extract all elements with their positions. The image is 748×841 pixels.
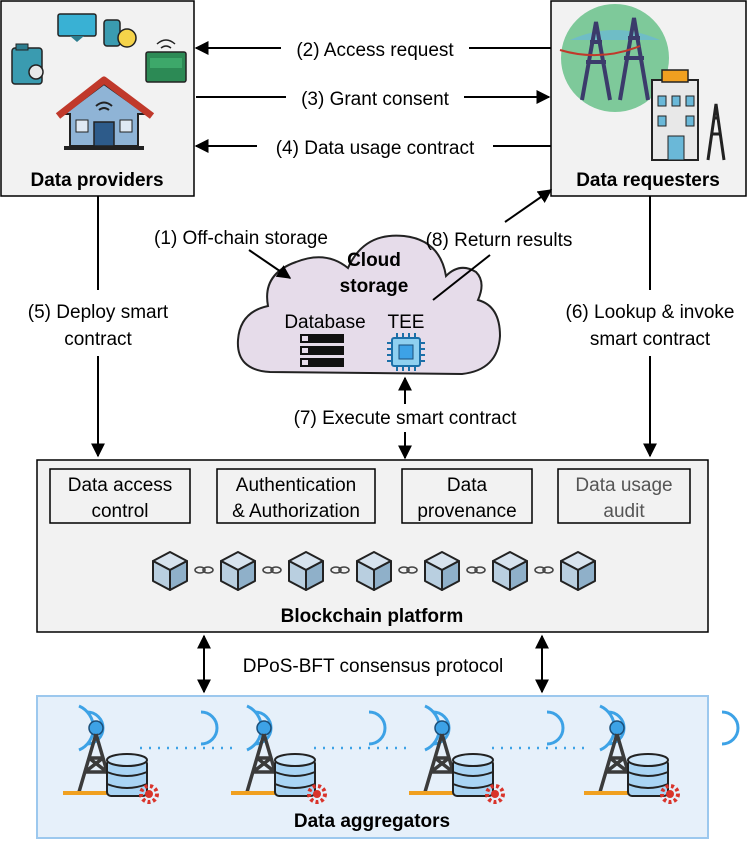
module-label-line1: Data <box>447 475 488 496</box>
devices-icon <box>11 13 187 85</box>
return-results-arrow-tail <box>432 254 491 301</box>
data-providers-label: Data providers <box>30 170 163 191</box>
usage-contract-label: (4) Data usage contract <box>276 138 475 159</box>
block-cube <box>356 551 392 591</box>
access-request-label: (2) Access request <box>296 40 454 61</box>
execute-label: (7) Execute smart contract <box>294 408 518 429</box>
database-label: Database <box>284 312 365 333</box>
data-aggregators-label: Data aggregators <box>294 811 450 832</box>
module-label-line1: Data access <box>68 475 173 496</box>
block-cube <box>220 551 256 591</box>
block-cube <box>560 551 596 591</box>
house-icon <box>55 76 155 150</box>
block-cube <box>288 551 324 591</box>
consensus-label: DPoS-BFT consensus protocol <box>243 656 504 677</box>
data-aggregators-box <box>36 695 709 839</box>
offchain-label: (1) Off-chain storage <box>154 228 328 249</box>
lookup-label-line1: (6) Lookup & invoke <box>566 302 735 323</box>
power-grid-icon <box>559 4 669 112</box>
module-label-line2: control <box>91 501 148 522</box>
block-cube <box>152 551 188 591</box>
module-label-line2: & Authorization <box>232 501 360 522</box>
block-cube <box>424 551 460 591</box>
offchain-arrow <box>248 249 292 279</box>
module-data-access-control <box>49 468 191 524</box>
module-data-usage-audit <box>557 468 691 524</box>
blockchain-platform-label: Blockchain platform <box>281 606 464 627</box>
database-icon <box>300 334 344 367</box>
deploy-label-line2: contract <box>64 329 132 350</box>
module-label-line1: Authentication <box>236 475 356 496</box>
cloud-title-line1: Cloud <box>347 250 401 271</box>
module-data-provenance <box>401 468 533 524</box>
return-results-arrow-head <box>504 189 553 223</box>
block-cube <box>492 551 528 591</box>
tee-label: TEE <box>388 312 425 333</box>
module-label-line2: provenance <box>417 501 516 522</box>
module-label-line1: Data usage <box>575 475 672 496</box>
grant-consent-label: (3) Grant consent <box>301 89 450 110</box>
lookup-label-line2: smart contract <box>590 329 711 350</box>
module-authentication-authorization <box>216 468 376 524</box>
data-requesters-label: Data requesters <box>576 170 720 191</box>
module-label-line2: audit <box>603 501 645 522</box>
chip-icon <box>387 333 425 371</box>
building-icon <box>651 69 726 161</box>
cloud-title-line2: storage <box>340 276 409 297</box>
deploy-label-line1: (5) Deploy smart <box>28 302 169 323</box>
return-results-label: (8) Return results <box>426 230 573 251</box>
